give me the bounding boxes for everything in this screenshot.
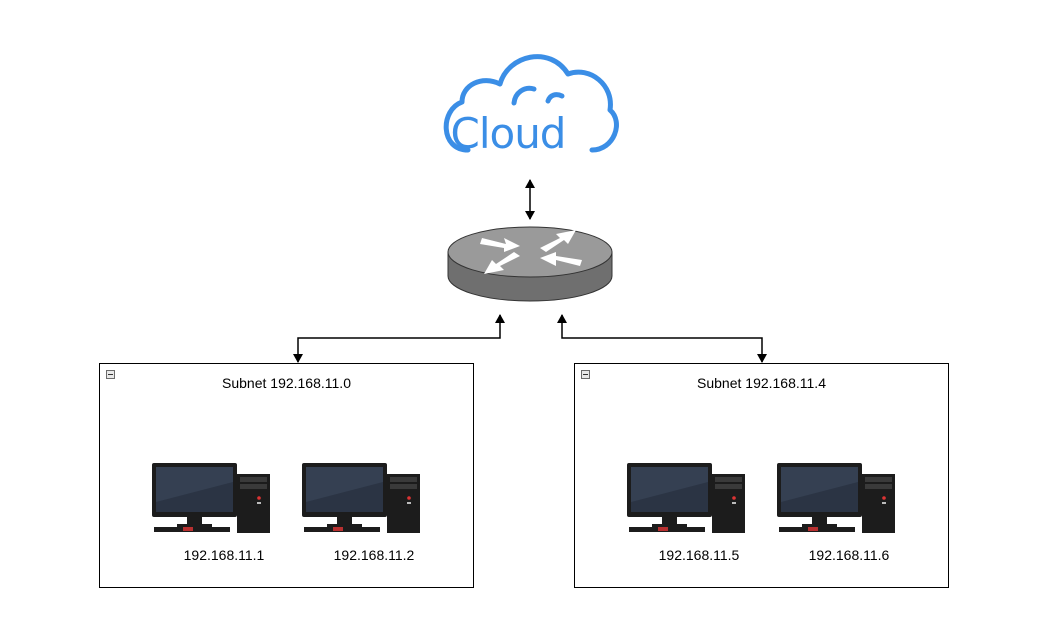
computer-node: 192.168.11.5 xyxy=(624,462,774,572)
router-subnet2-link xyxy=(557,314,767,363)
host-ip-label: 192.168.11.5 xyxy=(658,547,740,563)
collapse-icon[interactable] xyxy=(581,370,590,379)
collapse-icon[interactable] xyxy=(106,370,115,379)
computer-node: 192.168.11.6 xyxy=(774,462,924,572)
router-subnet1-link xyxy=(293,314,505,363)
host-ip-label: 192.168.11.6 xyxy=(808,547,890,563)
subnet-title: Subnet 192.168.11.0 xyxy=(222,375,351,391)
host-ip-label: 192.168.11.2 xyxy=(333,547,415,563)
cloud-icon: Cloud xyxy=(443,54,619,158)
subnet-title: Subnet 192.168.11.4 xyxy=(697,375,826,391)
router-icon xyxy=(447,226,613,302)
desktop-computer-icon xyxy=(302,463,420,533)
computer-node: 192.168.11.1 xyxy=(149,462,299,572)
subnet-container-1: Subnet 192.168.11.0 192.168.11.1 xyxy=(99,363,474,588)
subnet-container-2: Subnet 192.168.11.4 192.168.11.5 xyxy=(574,363,949,588)
desktop-computer-icon xyxy=(627,463,745,533)
cloud-label: Cloud xyxy=(451,109,566,158)
desktop-computer-icon xyxy=(152,463,270,533)
desktop-computer-icon xyxy=(777,463,895,533)
host-ip-label: 192.168.11.1 xyxy=(183,547,265,563)
computer-node: 192.168.11.2 xyxy=(299,462,449,572)
